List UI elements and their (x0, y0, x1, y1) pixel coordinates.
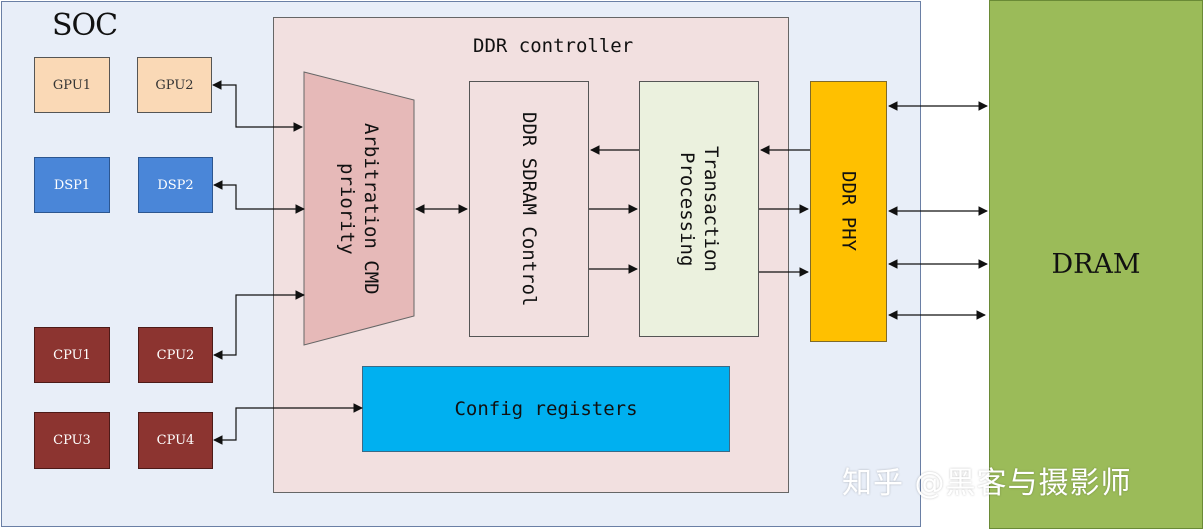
sdram-control-block: DDR SDRAM Control (469, 81, 589, 337)
soc-label: SOC (52, 8, 118, 43)
transaction-processing-block: Transaction Processing (639, 81, 759, 337)
dsp2-block: DSP2 (138, 157, 213, 213)
gpu2-block: GPU2 (137, 57, 212, 113)
cpu4-block: CPU4 (138, 412, 213, 469)
transaction-label-line1: Transaction (700, 146, 722, 272)
gpu1-block: GPU1 (34, 57, 110, 113)
cpu1-block: CPU1 (34, 327, 110, 383)
dram-block: DRAM (989, 0, 1203, 529)
arbiter-block: Arbitration CMD priority (304, 72, 414, 345)
ddr-phy-label: DDR PHY (837, 171, 860, 252)
cpu3-block: CPU3 (34, 412, 110, 469)
watermark: 知乎 @黑客与摄影师 (842, 466, 1132, 501)
config-registers-block: Config registers (362, 366, 730, 452)
cpu2-arbiter-arrow (213, 290, 305, 360)
cpu2-block: CPU2 (138, 327, 213, 383)
arbiter-label-line2: priority (336, 162, 358, 255)
dsp1-block: DSP1 (34, 157, 110, 213)
cpu4-config-arrow (213, 403, 363, 445)
ddr-controller-label: DDR controller (473, 35, 634, 57)
ddr-phy-block: DDR PHY (810, 81, 887, 342)
sdram-control-label: DDR SDRAM Control (518, 111, 540, 307)
gpu2-arbiter-arrow (212, 80, 303, 132)
dsp2-arbiter-arrow (213, 180, 305, 214)
arbiter-label-line1: Arbitration CMD (360, 122, 382, 295)
transaction-label-line2: Processing (676, 151, 698, 267)
